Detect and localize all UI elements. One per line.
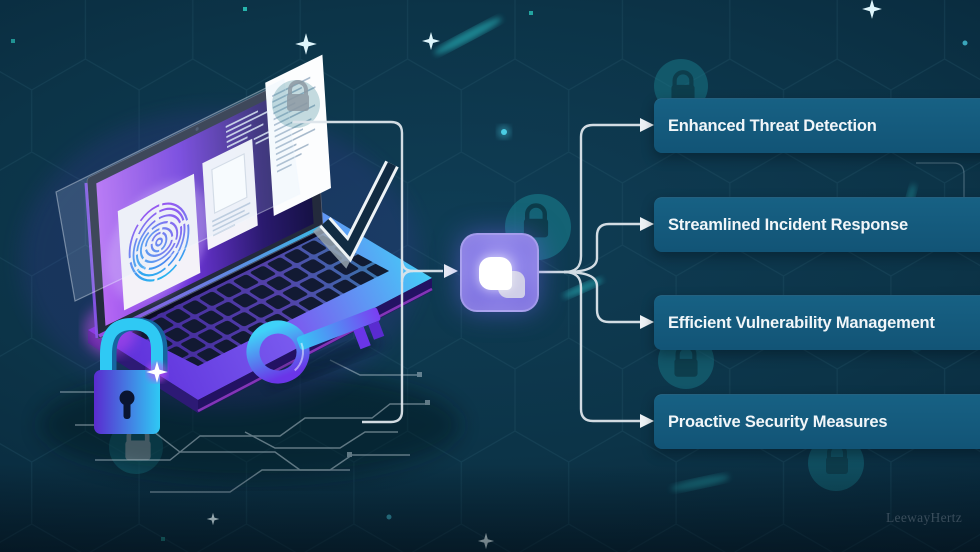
- benefit-box-proactive-security-measures: Proactive Security Measures: [654, 394, 980, 449]
- benefit-label: Efficient Vulnerability Management: [668, 313, 935, 332]
- copy-documents-icon-front: [479, 257, 512, 290]
- benefit-box-enhanced-threat-detection: Enhanced Threat Detection: [654, 98, 980, 153]
- key-3d: [246, 307, 385, 386]
- arrowhead-icon: [640, 315, 654, 329]
- connector-lines: [293, 120, 640, 424]
- screen-text-lines-dark: [225, 110, 269, 149]
- screen-text-lines-mid: [212, 202, 251, 237]
- benefit-label: Enhanced Threat Detection: [668, 116, 877, 135]
- screen-panel-right: [265, 54, 331, 217]
- keyboard-keys: [112, 226, 389, 366]
- benefit-label: Proactive Security Measures: [668, 412, 888, 431]
- circuit-corner-right: [916, 162, 965, 214]
- brand-watermark: LeewayHertz: [886, 510, 963, 525]
- fingerprint-icon: [128, 202, 190, 282]
- laptop-illustration: [20, 54, 460, 493]
- background-dots: [11, 7, 968, 541]
- hub-icon: [460, 233, 539, 312]
- arrowheads: [444, 118, 654, 428]
- checkmark-icon: [312, 160, 399, 269]
- arrowhead-icon: [640, 414, 654, 428]
- glass-pane-overlay: [55, 78, 301, 302]
- padlock-3d: [94, 317, 168, 434]
- benefit-box-efficient-vulnerability-management: Efficient Vulnerability Management: [654, 295, 980, 350]
- laptop-screen: [86, 54, 331, 339]
- benefit-label: Streamlined Incident Response: [668, 215, 908, 234]
- arrowhead-icon: [640, 217, 654, 231]
- arrowhead-icon: [640, 118, 654, 132]
- benefit-box-streamlined-incident-response: Streamlined Incident Response: [654, 197, 980, 252]
- arrowhead-icon: [444, 264, 458, 278]
- webcam-dot: [195, 127, 199, 131]
